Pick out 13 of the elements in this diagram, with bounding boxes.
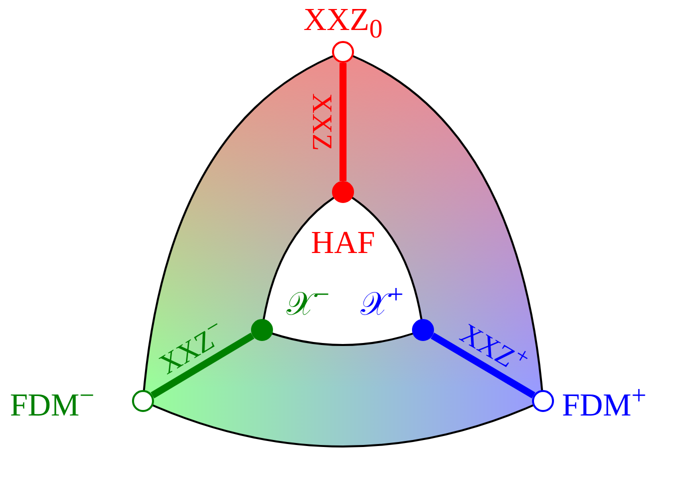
edge-label: XXZ [306, 93, 335, 151]
open-circle-point [132, 390, 154, 412]
phase-line [340, 63, 346, 181]
phase-line [430, 332, 536, 398]
phase-label: 𝒳$^{−}$ [286, 280, 330, 320]
phase-label: HAF [311, 226, 376, 258]
open-circle-point [332, 41, 354, 63]
phase-label: XXZ$_{0}$ [304, 2, 383, 42]
phase-label: 𝒳$^{+}$ [360, 280, 404, 320]
phase-label: FDM$^{+}$ [562, 382, 646, 420]
phase-label: FDM$^{−}$ [10, 382, 94, 420]
phase-line [150, 332, 254, 398]
open-circle-point [532, 390, 554, 412]
